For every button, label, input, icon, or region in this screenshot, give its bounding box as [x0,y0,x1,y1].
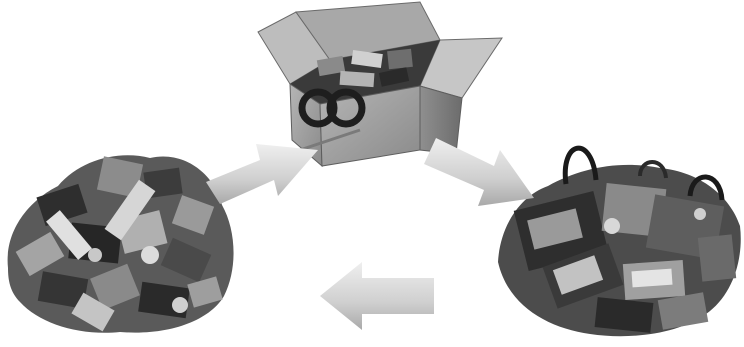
collection-box [258,2,502,166]
wrapper-pile [8,155,234,332]
arrow-products-to-pile-icon [320,262,434,330]
arrow-pile-to-box-icon [206,144,318,204]
arrow-box-to-products-icon [424,138,534,206]
bags-and-products [498,148,741,336]
